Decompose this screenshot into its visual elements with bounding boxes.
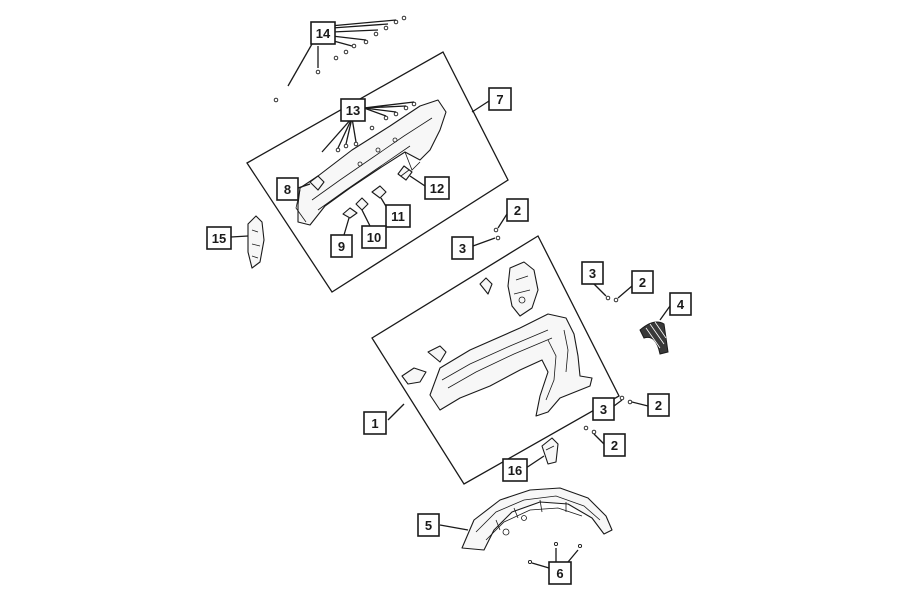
callout-7: 7 (488, 87, 512, 111)
leaders-14 (287, 19, 397, 87)
leader-16 (525, 455, 545, 469)
callout-15: 15 (206, 226, 232, 250)
svg-text:11: 11 (391, 209, 405, 224)
callout-16: 16 (502, 458, 528, 482)
callout-5: 5 (417, 513, 440, 537)
svg-text:5: 5 (425, 518, 432, 533)
clip-part-9 (342, 207, 358, 219)
callout-2-lower-right: 2 (647, 393, 670, 417)
fasteners-2-3-right (583, 295, 633, 435)
callout-12: 12 (424, 176, 450, 200)
callout-3-right: 3 (581, 261, 604, 285)
pillar-part-15 (247, 215, 265, 269)
callout-14: 14 (310, 21, 336, 45)
svg-text:2: 2 (655, 398, 662, 413)
svg-text:2: 2 (611, 438, 618, 453)
callout-2-lower: 2 (603, 433, 626, 457)
lower-assembly-frame (371, 235, 620, 485)
callout-2-right: 2 (631, 270, 654, 294)
upper-assembly-frame (246, 51, 509, 293)
leader-7 (471, 100, 490, 113)
leader-15 (230, 235, 249, 238)
leader-2c (631, 401, 649, 407)
leader-6c (567, 549, 579, 563)
callout-8: 8 (276, 177, 299, 201)
leader-3c (613, 399, 623, 407)
bracket-part-upper (507, 261, 539, 317)
svg-text:14: 14 (316, 26, 331, 41)
svg-text:1: 1 (371, 416, 378, 431)
bracket-part-10 (355, 197, 369, 211)
leader-10 (361, 209, 372, 229)
svg-text:10: 10 (367, 230, 381, 245)
callout-13: 13 (340, 98, 366, 122)
fasteners-14 (273, 15, 407, 103)
svg-text:3: 3 (459, 241, 466, 256)
svg-text:12: 12 (430, 181, 444, 196)
svg-text:2: 2 (514, 203, 521, 218)
svg-text:9: 9 (338, 239, 345, 254)
leader-12 (409, 175, 426, 187)
svg-text:16: 16 (508, 463, 522, 478)
rear-rail-part (295, 99, 447, 226)
leader-3a (472, 237, 496, 247)
leader-3b (593, 283, 607, 297)
bracket-part-16 (541, 437, 559, 465)
body-side-panel-part-1 (429, 313, 593, 417)
bracket-part-12 (397, 165, 413, 181)
callout-2-upper: 2 (506, 198, 529, 222)
reinforcement-part (401, 345, 447, 385)
callout-3-upper: 3 (451, 236, 474, 260)
leader-2d (593, 433, 605, 445)
svg-text:4: 4 (677, 297, 685, 312)
leader-9 (343, 217, 350, 236)
leaders-13 (321, 101, 415, 153)
callout-1: 1 (363, 411, 387, 435)
svg-text:3: 3 (589, 266, 596, 281)
callout-3-lower: 3 (592, 397, 615, 421)
svg-text:15: 15 (212, 231, 226, 246)
svg-text:13: 13 (346, 103, 360, 118)
callout-6: 6 (548, 561, 572, 585)
leader-2a (497, 213, 508, 229)
callout-11: 11 (385, 204, 411, 228)
svg-text:3: 3 (600, 402, 607, 417)
svg-text:2: 2 (639, 275, 646, 290)
svg-text:8: 8 (284, 182, 291, 197)
fasteners-2-3-upper (493, 227, 501, 241)
bracket-part-11 (371, 185, 387, 199)
leader-8 (297, 183, 311, 189)
fasteners-6 (527, 541, 583, 565)
bracket-part-8 (309, 175, 325, 191)
leader-6a (531, 562, 550, 569)
wheel-arch-trim-part-4 (639, 321, 669, 355)
leader-2b (617, 285, 633, 299)
fasteners-13 (335, 101, 417, 153)
wheelhouse-liner-part-5 (461, 487, 613, 551)
svg-text:7: 7 (496, 92, 503, 107)
callout-4: 4 (669, 292, 692, 316)
callout-10: 10 (361, 225, 387, 249)
small-clip-part (479, 277, 493, 295)
callout-9: 9 (330, 234, 353, 258)
svg-text:6: 6 (556, 566, 563, 581)
leader-1 (387, 403, 405, 421)
leader-5 (439, 524, 469, 531)
leader-4 (659, 305, 671, 321)
